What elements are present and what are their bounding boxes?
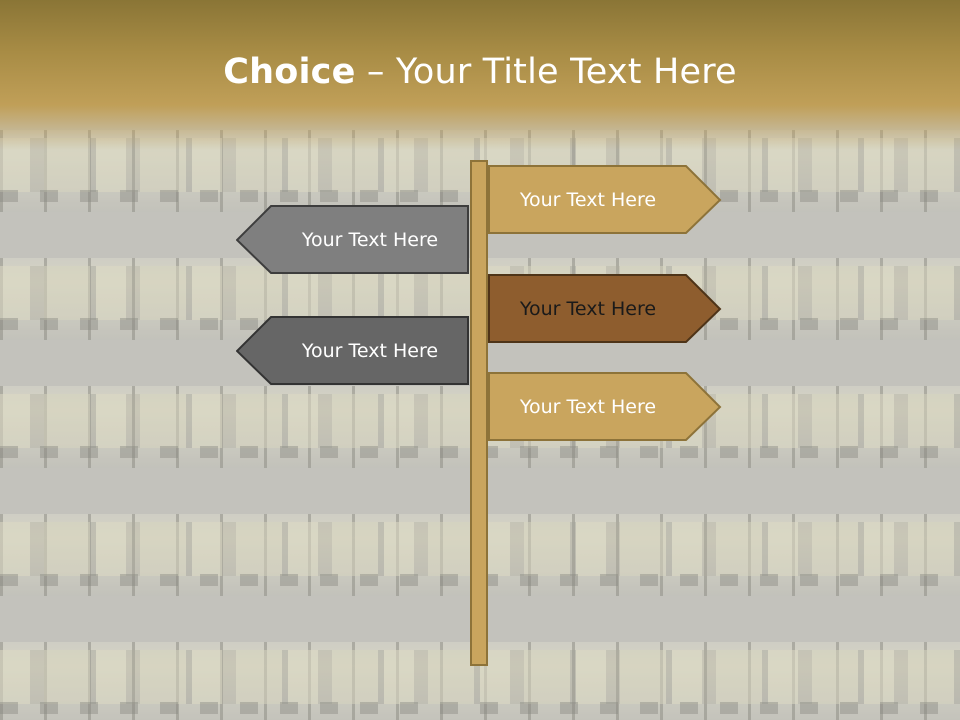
sign-label: Your Text Here	[519, 189, 657, 211]
sign-arrow-polygon	[488, 372, 722, 441]
title-band	[0, 0, 960, 150]
sign-3-right: Your Text Here	[488, 274, 722, 344]
sign-5-right: Your Text Here	[488, 372, 722, 442]
sign-arrow-polygon	[488, 274, 722, 343]
slide-title: Choice – Your Title Text Here	[0, 52, 960, 92]
sign-1-right: Your Text Here	[488, 165, 722, 235]
sign-2-left: Your Text Here	[236, 205, 470, 275]
sign-arrow-shape	[488, 372, 722, 441]
sign-arrow-shape	[236, 316, 469, 385]
title-bold: Choice	[223, 52, 356, 92]
sign-arrow-polygon	[236, 205, 469, 274]
sign-arrow-shape	[488, 274, 722, 343]
sign-label: Your Text Here	[301, 229, 439, 251]
signpost-pole	[470, 160, 488, 666]
sign-arrow-shape	[236, 205, 469, 274]
title-rest: – Your Title Text Here	[355, 52, 737, 92]
sign-arrow-shape	[488, 165, 722, 234]
sign-label: Your Text Here	[301, 340, 439, 362]
sign-arrow-polygon	[236, 316, 469, 385]
sign-label: Your Text Here	[519, 396, 657, 418]
sign-arrow-polygon	[488, 165, 722, 234]
sign-4-left: Your Text Here	[236, 316, 470, 386]
sign-label: Your Text Here	[519, 298, 657, 320]
